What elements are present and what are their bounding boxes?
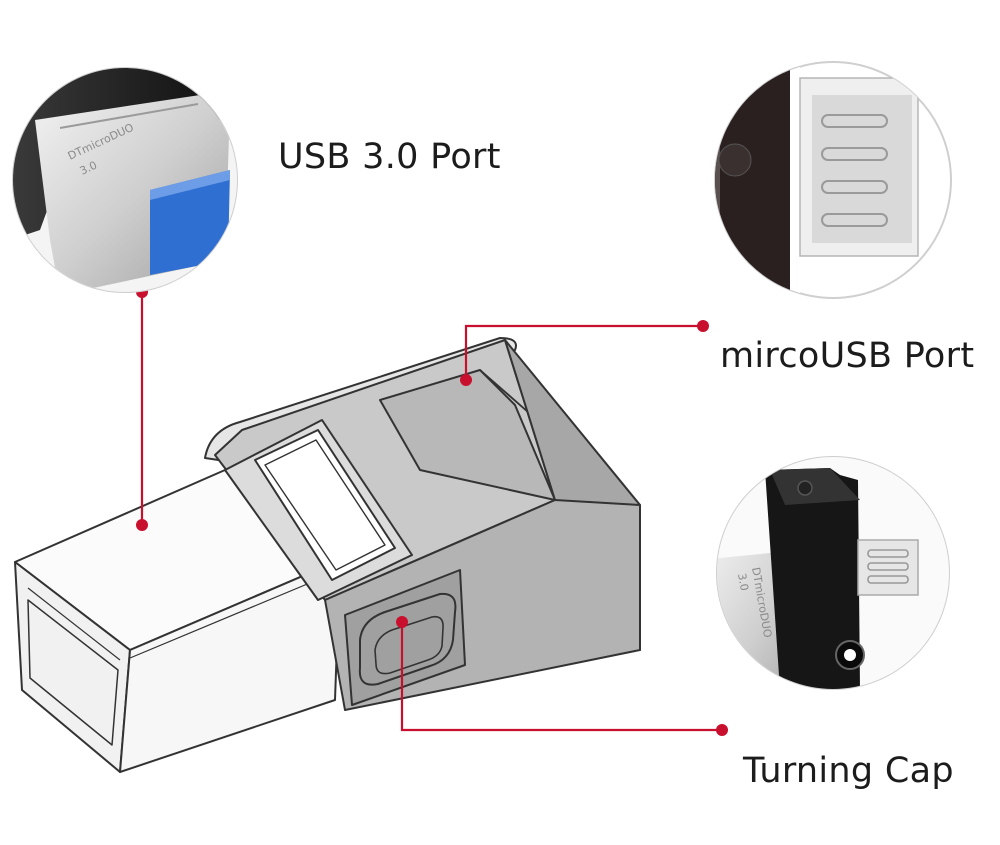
detail-circle-cap: DTmicroDUO 3.0 <box>716 456 950 690</box>
leader-line-cap <box>400 622 722 732</box>
leader-dot-usb30-bottom <box>136 519 148 531</box>
callout-microusb-port: mircoUSB Port <box>720 336 975 376</box>
leader-dot-cap-start <box>396 616 408 628</box>
leader-dot-cap-end <box>716 724 728 736</box>
leader-dots <box>136 286 728 736</box>
detail-circle-usb30: DTmicroDUO 3.0 <box>12 67 238 293</box>
leader-dot-micro-end <box>697 320 709 332</box>
turning-cap <box>344 569 466 706</box>
leader-lines <box>140 292 722 732</box>
detail-circle-microusb <box>714 61 952 299</box>
usb-plug-side-line <box>129 571 337 659</box>
micro-usb-slot <box>224 419 413 601</box>
callout-turning-cap: Turning Cap <box>743 751 954 791</box>
usb-plug-side-face <box>119 559 341 773</box>
leader-line-micro <box>464 324 703 380</box>
callout-usb30-port: USB 3.0 Port <box>278 137 501 177</box>
usb-plug-edge-line <box>27 587 121 661</box>
leader-dot-micro-start <box>460 374 472 386</box>
usb-plug-front-slot <box>27 599 119 746</box>
drive-illustration <box>14 337 641 773</box>
drive-version-engraving-cap: 3.0 <box>735 572 751 591</box>
